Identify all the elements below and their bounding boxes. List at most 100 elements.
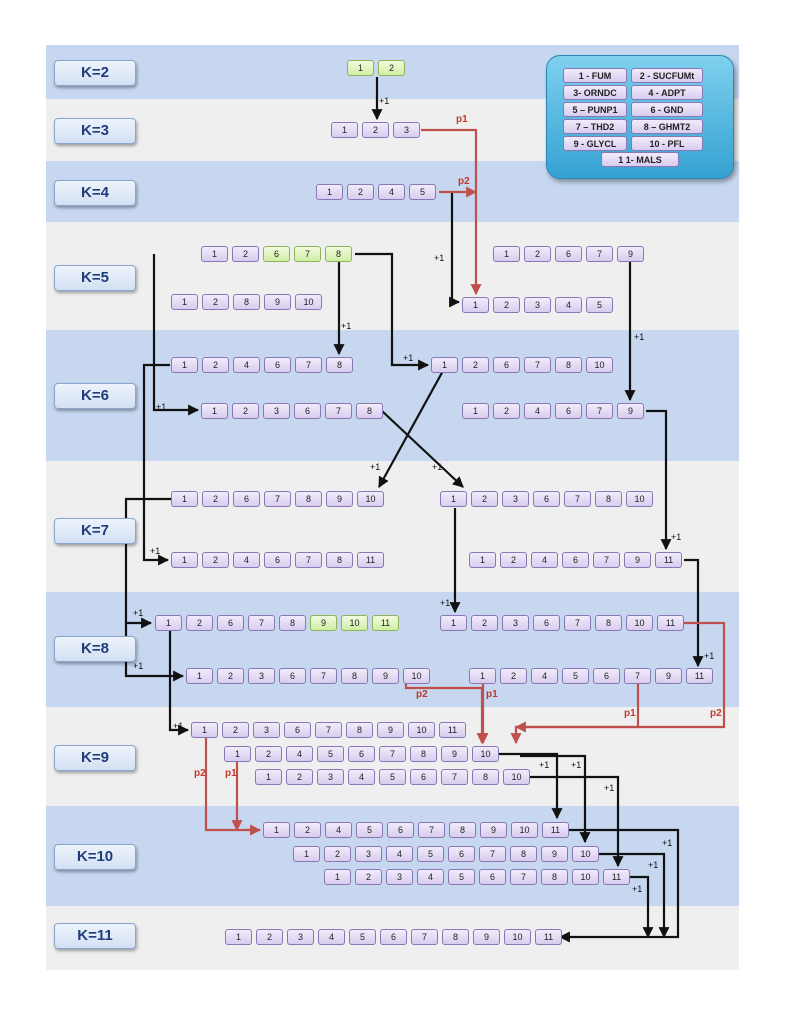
transition-arrow [124,497,185,682]
reaction-cell: 11 [657,615,684,631]
reaction-cell: 9 [326,491,353,507]
reaction-cell: 11 [603,869,630,885]
reaction-cell: 8 [472,769,499,785]
reaction-cell: 6 [217,615,244,631]
increment-label: +1 [379,96,390,106]
reaction-cell: 8 [595,491,622,507]
increment-label: +1 [632,884,643,894]
reaction-cell: 6 [233,491,260,507]
reaction-cell: 9 [377,722,404,738]
reaction-cell: 8 [410,746,437,762]
reaction-cell: 6 [410,769,437,785]
reaction-cell: 3 [355,846,382,862]
reaction-cell: 2 [347,184,374,200]
reaction-cell: 4 [233,552,260,568]
reaction-cell: 3 [386,869,413,885]
legend-entry: 5 – PUNP1 [563,102,627,117]
reaction-cell: 9 [480,822,507,838]
reaction-cell: 2 [217,668,244,684]
reaction-cell: 2 [471,491,498,507]
reaction-cell: 2 [232,403,259,419]
increment-label: +1 [370,462,381,472]
reaction-cell: 4 [531,668,558,684]
reaction-cell: 5 [562,668,589,684]
reaction-cell: 4 [555,297,582,313]
reaction-cell: 1 [462,297,489,313]
reaction-cell: 1 [171,552,198,568]
reaction-cell: 6 [555,246,582,262]
reaction-cell: 6 [263,246,290,262]
reaction-cell: 4 [325,822,352,838]
reaction-cell: 2 [286,769,313,785]
reaction-cell: 7 [418,822,445,838]
reaction-cell: 1 [440,615,467,631]
reaction-cell: 8 [555,357,582,373]
level-label: K=11 [54,923,136,949]
reaction-cell: 11 [655,552,682,568]
reaction-cell: 7 [586,246,613,262]
transition-arrow [381,410,464,488]
reaction-cell: 10 [403,668,430,684]
increment-label: +1 [539,760,550,770]
reaction-cell: 11 [542,822,569,838]
reaction-cell: 2 [524,246,551,262]
reaction-cell: 2 [378,60,405,76]
reaction-cell: 6 [533,491,560,507]
reaction-cell: 5 [317,746,344,762]
reaction-cell: 5 [349,929,376,945]
path-label: p1 [486,689,498,700]
reaction-cell: 8 [449,822,476,838]
reaction-cell: 10 [503,769,530,785]
path-label: p1 [225,768,237,779]
level-label: K=6 [54,383,136,409]
transition-arrow [646,409,672,551]
reaction-cell: 11 [535,929,562,945]
reaction-cell: 9 [541,846,568,862]
reaction-cell: 2 [362,122,389,138]
reaction-cell: 1 [201,246,228,262]
path-label: p1 [624,708,636,719]
reaction-cell: 9 [655,668,682,684]
reaction-cell: 3 [502,615,529,631]
level-label: K=9 [54,745,136,771]
path-label: p2 [710,708,722,719]
reaction-cell: 9 [617,403,644,419]
increment-label: +1 [662,838,673,848]
increment-label: +1 [133,661,144,671]
reaction-cell: 4 [417,869,444,885]
legend-entry: 10 - PFL [631,136,703,151]
transition-arrow [628,875,654,939]
reaction-cell: 1 [347,60,374,76]
reaction-cell: 7 [564,491,591,507]
reaction-cell: 10 [626,491,653,507]
reaction-cell: 2 [186,615,213,631]
reaction-cell: 8 [356,403,383,419]
reaction-cell: 6 [387,822,414,838]
reaction-cell: 7 [310,668,337,684]
reaction-cell: 7 [248,615,275,631]
reaction-cell: 2 [202,294,229,310]
reaction-cell: 1 [331,122,358,138]
reaction-cell: 2 [232,246,259,262]
reaction-cell: 10 [357,491,384,507]
path-label: p2 [416,689,428,700]
reaction-cell: 1 [225,929,252,945]
reaction-cell: 7 [325,403,352,419]
reaction-cell: 6 [593,668,620,684]
increment-label: +1 [634,332,645,342]
reaction-cell: 10 [472,746,499,762]
legend-entry: 6 - GND [631,102,703,117]
reaction-cell: 4 [378,184,405,200]
reaction-cell: 2 [355,869,382,885]
reaction-cell: 4 [386,846,413,862]
reaction-cell: 8 [595,615,622,631]
increment-label: +1 [704,651,715,661]
reaction-cell: 11 [439,722,466,738]
reaction-cell: 1 [462,403,489,419]
reaction-cell: 6 [264,357,291,373]
reaction-cell: 9 [624,552,651,568]
reaction-cell: 2 [471,615,498,631]
level-label: K=5 [54,265,136,291]
legend-entry: 1 1- MALS [601,152,679,167]
